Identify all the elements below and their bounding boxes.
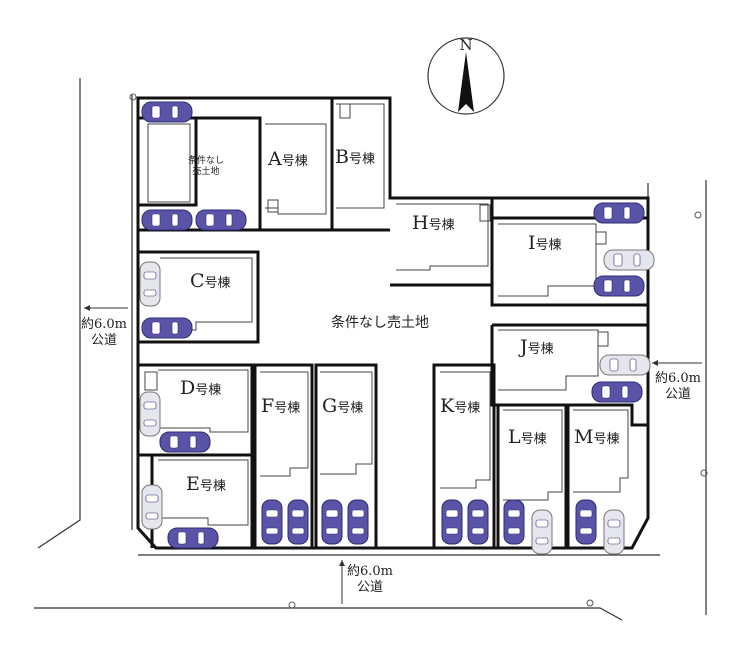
lot-label-H: H号棟 xyxy=(412,212,455,234)
land-small-line1: 条件なし xyxy=(188,154,224,166)
car-icon xyxy=(531,509,553,555)
lot-label-B: B号棟 xyxy=(335,146,375,168)
lot-label-I: I号棟 xyxy=(528,232,562,254)
land-center-label: 条件なし売土地 xyxy=(331,314,429,331)
car-icon xyxy=(603,249,655,271)
road-east-width: 約6.0m xyxy=(655,371,701,386)
car-icon xyxy=(347,499,369,545)
lot-label-D: D号棟 xyxy=(180,377,221,399)
lot-label-L: L号棟 xyxy=(508,426,547,448)
car-icon xyxy=(441,499,463,545)
car-icon xyxy=(467,499,489,545)
car-icon xyxy=(575,499,597,545)
car-icon xyxy=(603,509,625,555)
road-south-type: 公道 xyxy=(357,580,383,595)
road-west-type: 公道 xyxy=(91,333,117,348)
lot-label-G: G号棟 xyxy=(322,395,363,417)
parking-cars xyxy=(139,101,655,555)
car-icon xyxy=(159,431,211,453)
car-icon xyxy=(261,499,283,545)
car-icon xyxy=(167,527,219,549)
car-icon xyxy=(599,354,651,376)
compass-rose: N xyxy=(427,36,505,115)
site-boundary xyxy=(136,96,650,550)
lot-labels: A号棟 B号棟 C号棟 D号棟 E号棟 F号棟 G号棟 H号棟 I号棟 J号棟 … xyxy=(180,146,619,495)
car-icon xyxy=(141,101,193,123)
road-west-width: 約6.0m xyxy=(81,317,127,332)
lot-label-K: K号棟 xyxy=(440,395,480,417)
car-icon xyxy=(141,209,193,231)
road-west: 約6.0m 公道 xyxy=(81,305,128,348)
road-lines xyxy=(34,78,707,621)
car-icon xyxy=(141,484,163,530)
road-south-width: 約6.0m xyxy=(347,564,393,579)
lot-label-C: C号棟 xyxy=(190,270,231,292)
car-icon xyxy=(321,499,343,545)
lot-label-E: E号棟 xyxy=(186,473,226,495)
road-south: 約6.0m 公道 xyxy=(339,560,393,604)
car-icon xyxy=(593,275,645,297)
lot-label-M: M号棟 xyxy=(574,426,619,448)
lot-label-A: A号棟 xyxy=(267,148,308,170)
compass-north-label: N xyxy=(459,36,472,54)
car-icon xyxy=(195,209,247,231)
car-icon xyxy=(139,391,161,437)
road-east: 約6.0m 公道 xyxy=(652,360,702,402)
car-icon xyxy=(591,381,643,403)
car-icon xyxy=(287,499,309,545)
lot-label-F: F号棟 xyxy=(261,395,300,417)
car-icon xyxy=(139,261,161,307)
lot-label-J: J号棟 xyxy=(518,336,554,358)
land-small-line2: 売土地 xyxy=(192,165,219,177)
north-arrow-icon xyxy=(458,52,474,112)
car-icon xyxy=(141,317,193,339)
building-outlines xyxy=(144,103,629,526)
car-icon xyxy=(503,499,525,545)
car-icon xyxy=(593,202,645,224)
road-east-type: 公道 xyxy=(665,387,691,402)
